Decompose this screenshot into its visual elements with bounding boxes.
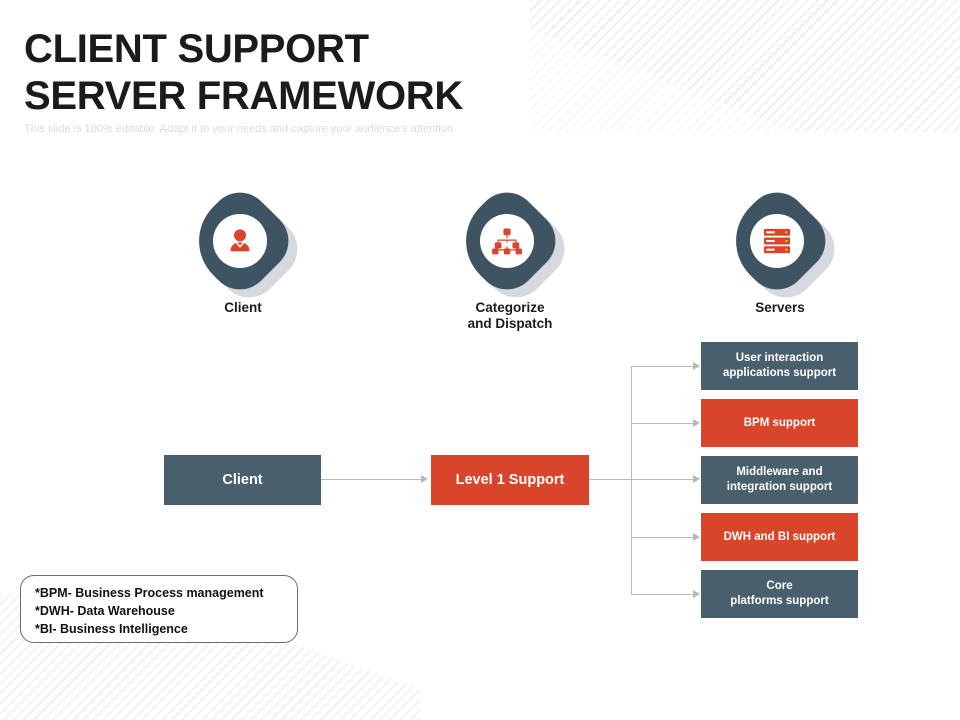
arrowhead-branch-2 [693, 419, 700, 427]
connector-client-to-level1 [321, 479, 421, 481]
badge-group-servers: Servers [716, 180, 847, 316]
support-box-5-line2: platforms support [730, 595, 829, 607]
support-box-5-line1: Core [766, 580, 793, 593]
page-title-line-2: SERVER FRAMEWORK [24, 74, 463, 119]
legend-line-dwh: *DWH- Data Warehouse [35, 603, 175, 618]
connector-branch-1 [631, 366, 693, 368]
support-box-3-line1: Middleware and [736, 466, 823, 479]
support-box-middleware[interactable]: Middleware and integration support [701, 456, 858, 504]
flow-box-client[interactable]: Client [164, 455, 321, 505]
support-box-user-interaction[interactable]: User interaction applications support [701, 342, 858, 390]
badge-inner-circle [480, 214, 534, 268]
connector-branch-2 [631, 423, 693, 425]
arrowhead-branch-4 [693, 533, 700, 541]
legend-box: *BPM- Business Process management *DWH- … [20, 575, 298, 643]
server-rack-icon [763, 228, 791, 254]
badge-label-client: Client [224, 300, 262, 315]
arrowhead-branch-3 [693, 475, 700, 483]
support-box-1-line2: applications support [722, 367, 837, 379]
connector-branch-5 [631, 594, 693, 596]
arrowhead-branch-1 [693, 362, 700, 370]
legend-line-bpm: *BPM- Business Process management [35, 586, 264, 600]
connector-level1-to-bus [589, 479, 632, 481]
badge-servers [716, 180, 847, 310]
support-box-4-line1: DWH and BI support [723, 530, 836, 543]
badge-label-categorize: Categorize and Dispatch [464, 300, 556, 333]
badge-group-categorize: Categorize and Dispatch [446, 180, 577, 333]
badge-inner-circle [213, 214, 267, 268]
support-box-bpm[interactable]: BPM support [701, 399, 858, 447]
support-box-2-line1: BPM support [743, 416, 816, 429]
arrowhead-client-to-level1 [421, 475, 428, 483]
support-box-1-line1: User interaction [735, 352, 824, 365]
badge-group-client: Client [179, 180, 310, 316]
person-icon [230, 229, 250, 252]
hierarchy-icon [492, 228, 522, 255]
connector-branch-4 [631, 537, 693, 539]
badge-categorize [446, 180, 577, 310]
badge-label-servers: Servers [755, 300, 805, 315]
arrowhead-branch-5 [693, 590, 700, 598]
support-box-core-platforms[interactable]: Core platforms support [701, 570, 858, 618]
flow-box-level1-support[interactable]: Level 1 Support [431, 455, 589, 505]
badge-client [179, 180, 310, 310]
page-title-line-1: CLIENT SUPPORT [24, 27, 369, 71]
page-header: CLIENT SUPPORT SERVER FRAMEWORK This sli… [24, 26, 644, 135]
support-box-dwh-bi[interactable]: DWH and BI support [701, 513, 858, 561]
connector-branch-3 [631, 479, 693, 481]
badge-label-categorize-line1: Categorize [475, 300, 545, 315]
page-subtitle: This slide is 100% editable. Adapt it to… [24, 123, 456, 136]
badge-label-categorize-line2: and Dispatch [467, 316, 553, 332]
support-box-3-line2: integration support [726, 481, 833, 493]
badge-inner-circle [750, 214, 804, 268]
legend-line-bi: *BI- Business Intelligence [35, 621, 188, 636]
